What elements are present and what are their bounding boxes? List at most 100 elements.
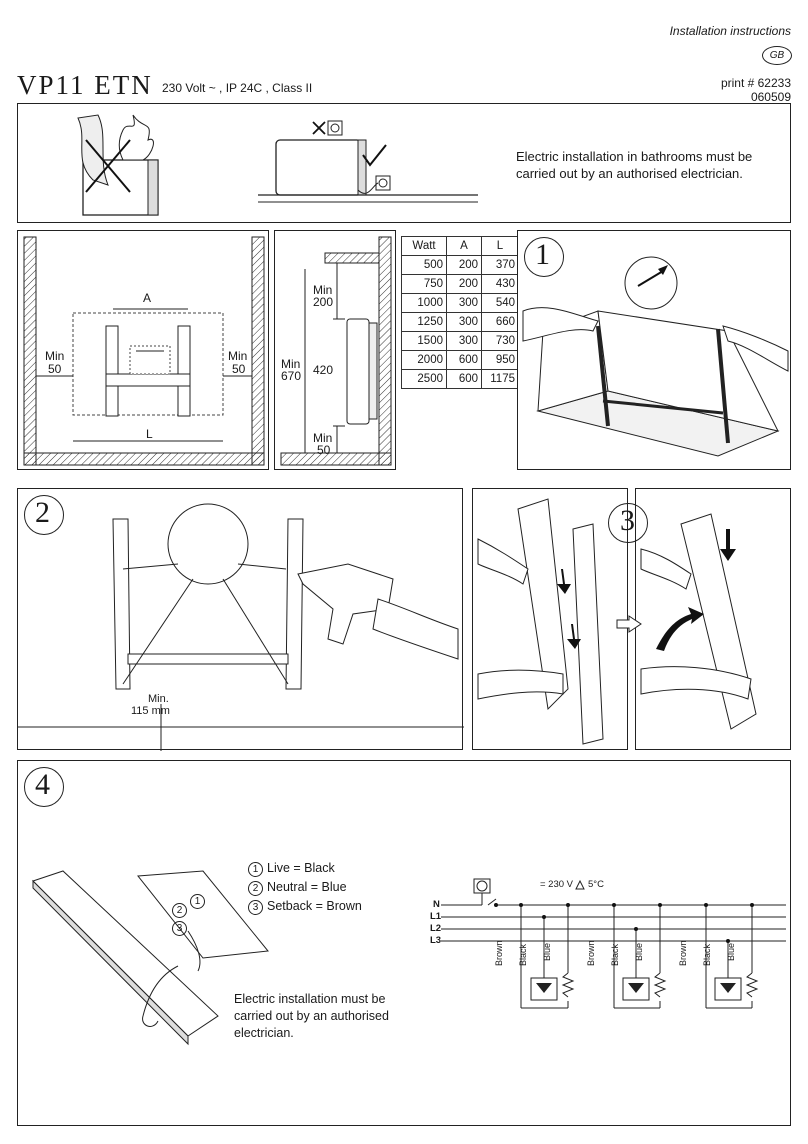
- table-row: 2500 600 1175: [401, 369, 519, 389]
- table-cell: 730: [481, 331, 519, 351]
- print-number: print # 62233: [720, 76, 791, 90]
- model-specs: 230 Volt ~ , IP 24C , Class II: [162, 81, 313, 95]
- table-cell: 300: [446, 312, 482, 332]
- table-header: A: [446, 236, 482, 256]
- table-cell: 300: [446, 293, 482, 313]
- tilt-heater-illustration: [640, 513, 757, 730]
- wire-label-brown: Brown: [494, 940, 504, 966]
- model-title: VP11 ETN: [17, 70, 153, 100]
- step-4-badge: [24, 767, 64, 807]
- table-cell: 500: [401, 255, 447, 275]
- line-label-l3: L3: [430, 935, 442, 946]
- step-3-badge: [608, 503, 648, 543]
- table-cell: 430: [481, 274, 519, 294]
- line-label-n: N: [433, 899, 440, 910]
- legend-item-neutral: 2 Neutral = Blue: [248, 880, 362, 899]
- language-badge-label: GB: [769, 50, 785, 61]
- table-cell: 600: [446, 369, 482, 389]
- wire-label-brown: Brown: [586, 940, 596, 966]
- step-2-badge: [24, 495, 64, 535]
- min-right-label: Min: [228, 349, 248, 363]
- table-header: L: [481, 236, 519, 256]
- table-cell: 2500: [401, 369, 447, 389]
- wall-plan-drawing: [23, 236, 265, 466]
- legend-text: Live = Black: [267, 861, 335, 875]
- table-row: 750 200 430: [401, 274, 519, 294]
- step-1-number: 1: [535, 238, 550, 271]
- min-bottom-label: Min: [313, 431, 333, 445]
- wire-label-black: Black: [518, 943, 528, 966]
- min-total-value: 670: [281, 369, 302, 383]
- table-cell: 1500: [401, 331, 447, 351]
- wire-legend: 1 Live = Black 2 Neutral = Blue 3 Setback =…: [248, 861, 362, 918]
- no-fabric-drying-illustration: [77, 114, 159, 216]
- min-top-value: 200: [313, 295, 334, 309]
- step-2-min-label: Min.: [148, 693, 169, 705]
- step-3-number: 3: [620, 504, 635, 537]
- table-cell: 1250: [401, 312, 447, 332]
- socket-placement-illustration: [258, 120, 478, 203]
- drill-bracket-illustration: [18, 503, 464, 751]
- table-header: Watt: [401, 236, 447, 256]
- wire-label-black: Black: [702, 943, 712, 966]
- dimension-a-label: A: [143, 291, 152, 305]
- min-total-label: Min: [281, 357, 301, 371]
- line-label-l2: L2: [430, 923, 442, 934]
- min-right-value: 50: [232, 362, 246, 376]
- step-3-hang-panel: [472, 488, 628, 750]
- table-row: 2000 600 950: [401, 350, 519, 370]
- remove-bracket-illustration: [522, 256, 789, 457]
- table-cell: 200: [446, 255, 482, 275]
- wire-label-brown: Brown: [678, 940, 688, 966]
- signal-voltage-label: = 230 V: [540, 879, 574, 890]
- step-2-panel: 2 Min. 115 mm: [17, 488, 464, 751]
- legend-text: Setback = Brown: [267, 899, 362, 913]
- table-row: 1000 300 540: [401, 293, 519, 313]
- language-badge: GB: [762, 46, 792, 65]
- step-1-panel: 1: [517, 230, 791, 470]
- watt-table: Watt A L 500 200 370 750 200 430 1000 30…: [401, 236, 519, 389]
- wire-callout-1: 1: [190, 894, 205, 909]
- table-cell: 370: [481, 255, 519, 275]
- table-cell: 1175: [481, 369, 519, 389]
- step-4-panel: 4 1 2 3 1 Live = Black 2 Neutral = Blue 3 S…: [17, 760, 791, 1126]
- legend-number: 2: [248, 881, 263, 896]
- wire-callout-2: 2: [172, 903, 187, 918]
- table-row: 500 200 370: [401, 255, 519, 275]
- wire-label-blue: Blue: [542, 942, 552, 961]
- side-elevation-drawing: [280, 236, 392, 466]
- legend-number: 1: [248, 862, 263, 877]
- bathroom-warning-panel: Electric installation in bathrooms must …: [17, 103, 791, 223]
- min-bottom-value: 50: [317, 443, 331, 457]
- wire-label-blue: Blue: [726, 942, 736, 961]
- legend-item-live: 1 Live = Black: [248, 861, 362, 880]
- wiring-schematic: [441, 878, 786, 1009]
- warning-text: Electric installation in bathrooms must …: [516, 149, 753, 181]
- step-4-number: 4: [35, 768, 50, 801]
- electrician-note: Electric installation must be carried ou…: [234, 992, 389, 1040]
- step-3-tilt-panel: 3: [608, 488, 791, 750]
- doc-type: Installation instructions: [669, 24, 791, 38]
- table-cell: 1000: [401, 293, 447, 313]
- table-cell: 660: [481, 312, 519, 332]
- height-value: 420: [313, 363, 334, 377]
- side-view-panel: Min 200 Min 670 420 Min 50: [274, 230, 396, 470]
- mounting-plan-panel: A L Min 50 Min 50: [17, 230, 269, 470]
- table-cell: 950: [481, 350, 519, 370]
- table-header-row: Watt A L: [401, 236, 519, 256]
- setback-temp-label: 5°C: [588, 879, 604, 890]
- legend-text: Neutral = Blue: [267, 880, 347, 894]
- legend-item-setback: 3 Setback = Brown: [248, 899, 362, 918]
- table-cell: 750: [401, 274, 447, 294]
- table-cell: 540: [481, 293, 519, 313]
- table-cell: 2000: [401, 350, 447, 370]
- next-arrow-icon: [616, 615, 642, 633]
- table-cell: 600: [446, 350, 482, 370]
- wire-label-blue: Blue: [634, 942, 644, 961]
- wire-label-black: Black: [610, 943, 620, 966]
- step-1-badge: [524, 237, 564, 277]
- legend-number: 3: [248, 900, 263, 915]
- hang-heater-illustration: [477, 498, 604, 745]
- step-2-distance: 115 mm: [131, 705, 170, 717]
- table-cell: 200: [446, 274, 482, 294]
